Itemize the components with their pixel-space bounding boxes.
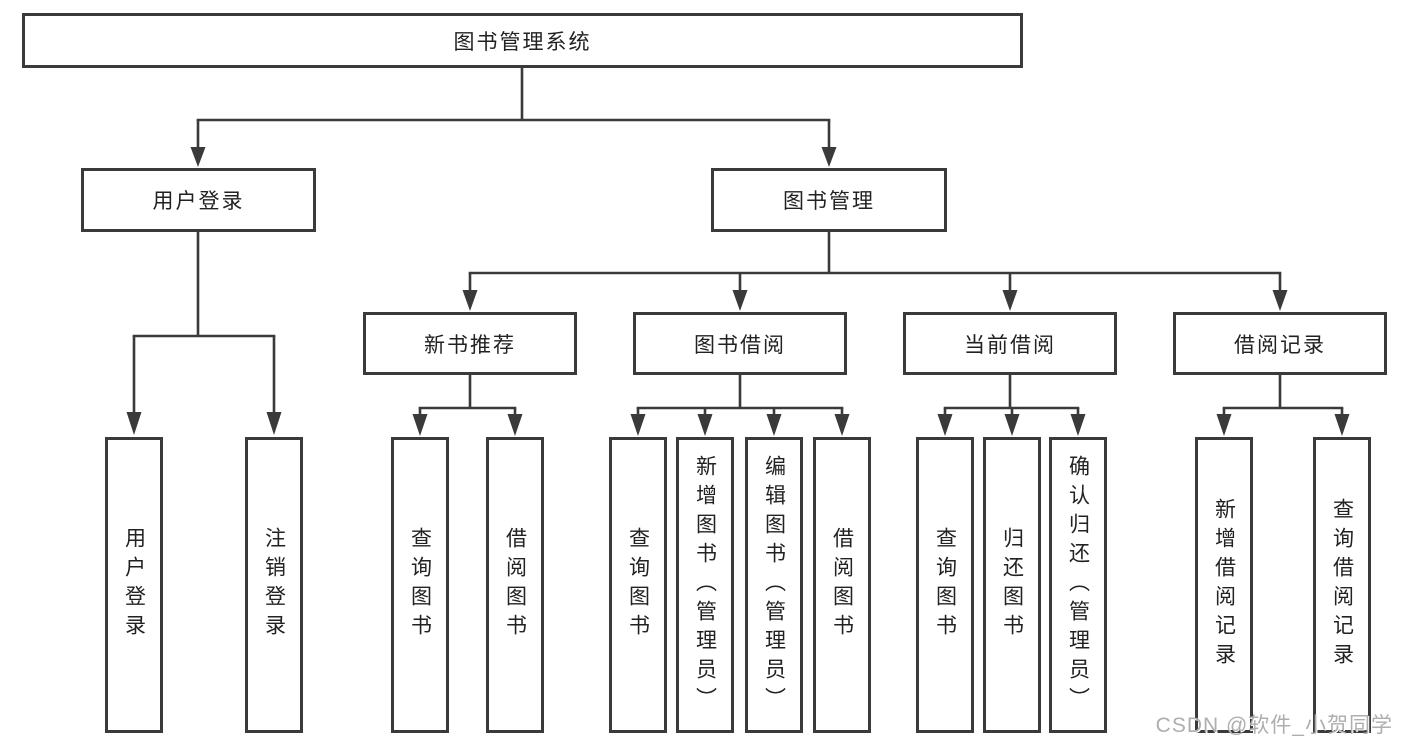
leaf-user-login: 用户登录 (105, 437, 163, 733)
leaf-add-books-admin: 新增图书（管理员） (676, 437, 734, 733)
leaf-confirm-return-admin: 确认归还（管理员） (1049, 437, 1107, 733)
leaf-add-borrow-record: 新增借阅记录 (1195, 437, 1253, 733)
node-new-book-recommend: 新书推荐 (363, 312, 577, 375)
leaf-logout: 注销登录 (245, 437, 303, 733)
node-root-system: 图书管理系统 (22, 13, 1023, 68)
leaf-borrow-books-recommend: 借阅图书 (486, 437, 544, 733)
node-book-management: 图书管理 (711, 168, 947, 232)
leaf-query-books-borrow: 查询图书 (609, 437, 667, 733)
arrowheads (126, 147, 1350, 436)
leaf-borrow-books: 借阅图书 (813, 437, 871, 733)
leaf-edit-books-admin: 编辑图书（管理员） (745, 437, 803, 733)
node-book-borrow: 图书借阅 (633, 312, 847, 375)
node-user-login: 用户登录 (81, 168, 316, 232)
leaf-query-books-recommend: 查询图书 (391, 437, 449, 733)
leaf-query-books-current: 查询图书 (916, 437, 974, 733)
node-borrow-records: 借阅记录 (1173, 312, 1387, 375)
leaf-query-borrow-record: 查询借阅记录 (1313, 437, 1371, 733)
node-current-borrow: 当前借阅 (903, 312, 1117, 375)
leaf-return-books: 归还图书 (983, 437, 1041, 733)
